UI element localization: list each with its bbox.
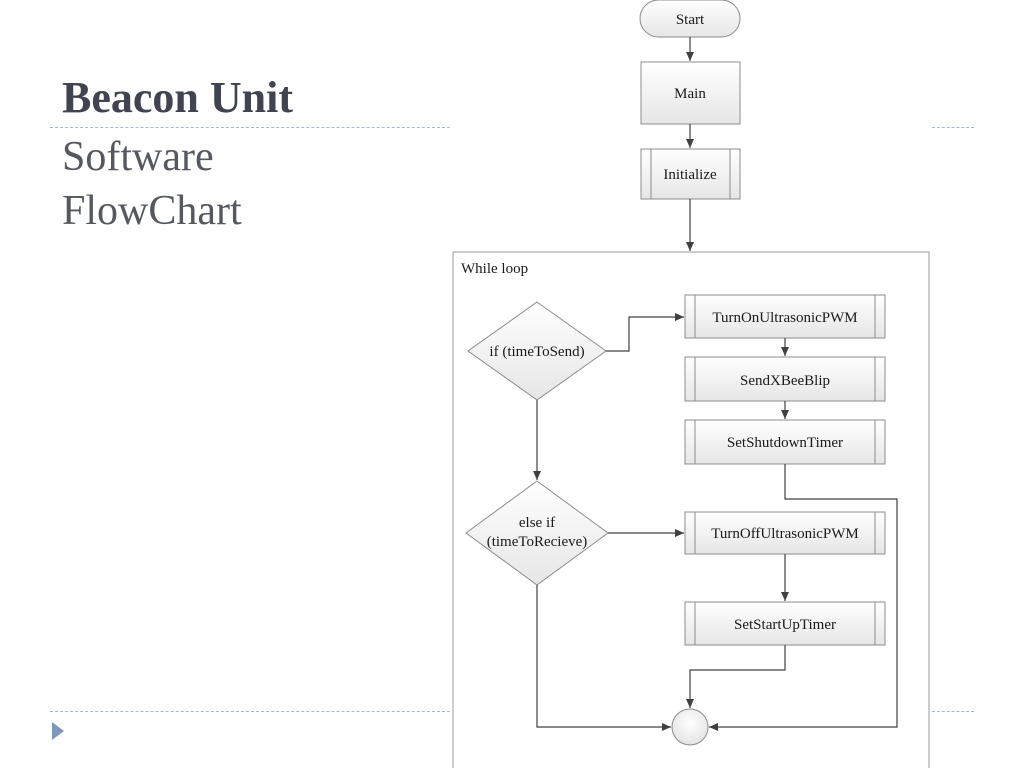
merge-connector-node [671,708,709,746]
set-shutdown-timer-label: SetShutdownTimer [727,435,843,451]
subtitle-line-flowchart: FlowChart [62,188,242,234]
decision-time-to-send-label: if (timeToSend) [489,344,584,360]
title-divider-left [50,127,450,128]
title-divider-right [932,127,974,128]
slide-title: Beacon Unit [62,73,293,122]
while-loop-label: While loop [461,261,528,277]
turn-off-pwm-label: TurnOffUltrasonicPWM [711,526,859,542]
send-xbee-blip-label: SendXBeeBlip [740,373,830,389]
arrow-send-to-turn-on-pwm [606,313,684,352]
arrow-shutdown-timer-to-merge [709,464,898,731]
bullet-arrow-icon [52,722,64,740]
turn-off-pwm-node [684,511,886,555]
turn-on-pwm-label: TurnOnUltrasonicPWM [712,310,857,326]
arrow-startup-timer-to-merge [686,645,786,708]
main-label: Main [674,86,706,102]
initialize-node [640,148,741,200]
send-xbee-blip-node [684,356,886,402]
subtitle-line-software: Software [62,134,214,180]
set-startup-timer-label: SetStartUpTimer [734,617,836,633]
decision-time-to-receive-label-line2: (timeToRecieve) [487,534,588,550]
set-shutdown-timer-node [684,419,886,465]
footer-divider-right [932,711,974,712]
slide-subtitle: Software FlowChart [62,130,242,238]
arrow-receive-false-to-merge [536,585,671,731]
decision-time-to-receive-label-line1: else if [519,515,555,531]
initialize-label: Initialize [663,167,717,183]
footer-divider-left [50,711,450,712]
start-label: Start [676,12,705,28]
